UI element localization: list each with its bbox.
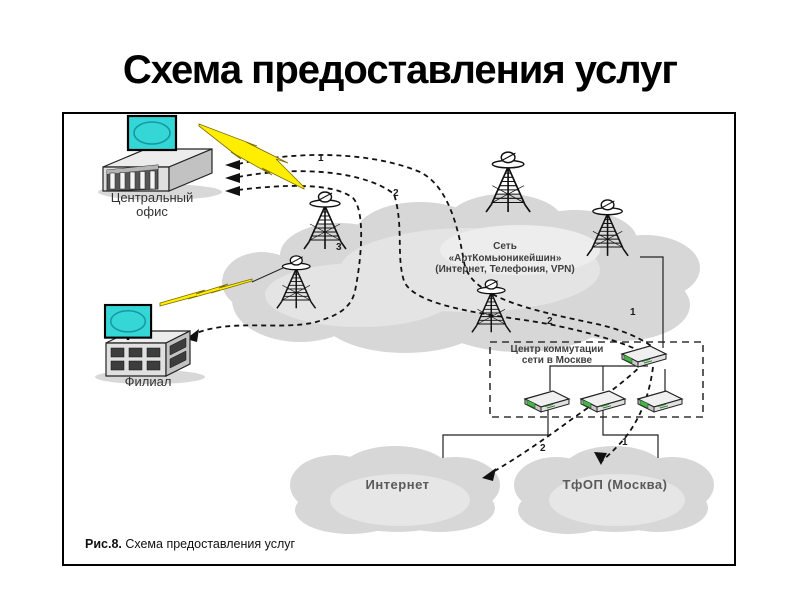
service-paths (193, 154, 658, 474)
lightning-bolt-icon (159, 278, 253, 307)
pstn-cloud-highlight (549, 474, 685, 526)
service-path-2-to-internet (490, 362, 645, 474)
monitor-icon (103, 303, 153, 339)
service-path-1 (237, 154, 658, 352)
router-icon (637, 390, 683, 413)
monitor-icon (126, 114, 178, 152)
service-path-2 (237, 170, 652, 358)
page-title: Схема предоставления услуг (122, 48, 678, 92)
solid-link-lines (251, 256, 666, 458)
network-cloud-highlight (265, 225, 600, 327)
figure-caption: Рис.8. Схема предоставления услуг (85, 537, 295, 551)
antenna-tower-icon (303, 191, 347, 250)
service-path-1-to-pstn (601, 366, 654, 462)
network-diagram (95, 114, 714, 534)
central-office-building (98, 114, 222, 200)
antenna-tower-icon (485, 151, 531, 213)
service-path-3 (193, 185, 363, 335)
branch-office-building (95, 303, 205, 384)
lightning-bolt-icon (198, 123, 305, 190)
internet-cloud-highlight (330, 474, 470, 526)
router-icon (524, 390, 570, 413)
router-icon (621, 345, 667, 368)
figure-caption-text: Схема предоставления услуг (121, 537, 296, 551)
figure-caption-prefix: Рис.8. (85, 537, 122, 551)
